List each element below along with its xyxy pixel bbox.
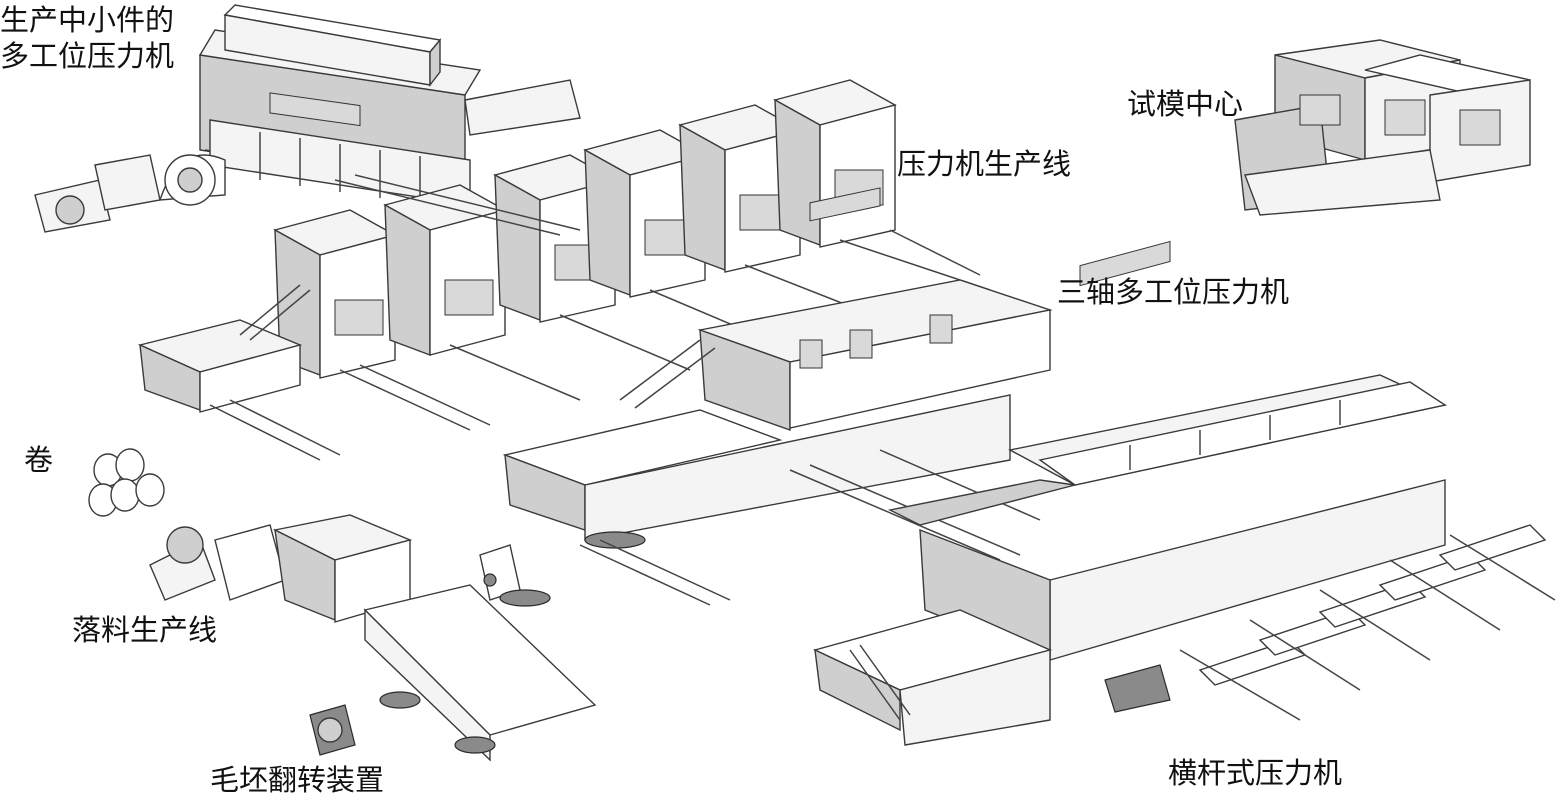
label-tryout-center: 试模中心 xyxy=(1127,87,1244,121)
crossbar-press xyxy=(812,240,1556,746)
label-press-line: 压力机生产线 xyxy=(897,147,1072,181)
label-small-parts-press-line2: 多工位压力机 xyxy=(0,39,175,73)
label-coil: 卷 xyxy=(24,443,54,477)
press-line-destacker xyxy=(137,284,311,413)
label-three-axis-press: 三轴多工位压力机 xyxy=(1057,275,1290,309)
press-6 xyxy=(773,79,897,248)
blank-turnover-device xyxy=(309,704,356,756)
label-blank-turnover: 毛坯翻转装置 xyxy=(210,763,385,797)
small-parts-coil-feeder xyxy=(34,154,226,233)
three-axis-transfer-press xyxy=(502,187,1053,606)
press-line xyxy=(137,79,991,461)
label-small-parts-press: 生产中小件的 多工位压力机 xyxy=(0,2,174,74)
press-1 xyxy=(273,209,397,379)
press-2 xyxy=(383,184,507,357)
blanking-line xyxy=(149,514,597,762)
tryout-center xyxy=(1234,39,1531,216)
label-small-parts-press-line1: 生产中小件的 xyxy=(0,3,175,37)
crossbar-press-output-conveyors xyxy=(1179,524,1556,721)
coils xyxy=(88,448,165,517)
small-parts-transfer-press xyxy=(198,4,581,206)
forklift xyxy=(479,544,551,607)
label-blanking-line: 落料生产线 xyxy=(72,613,218,647)
label-crossbar-press: 横杆式压力机 xyxy=(1168,756,1343,790)
